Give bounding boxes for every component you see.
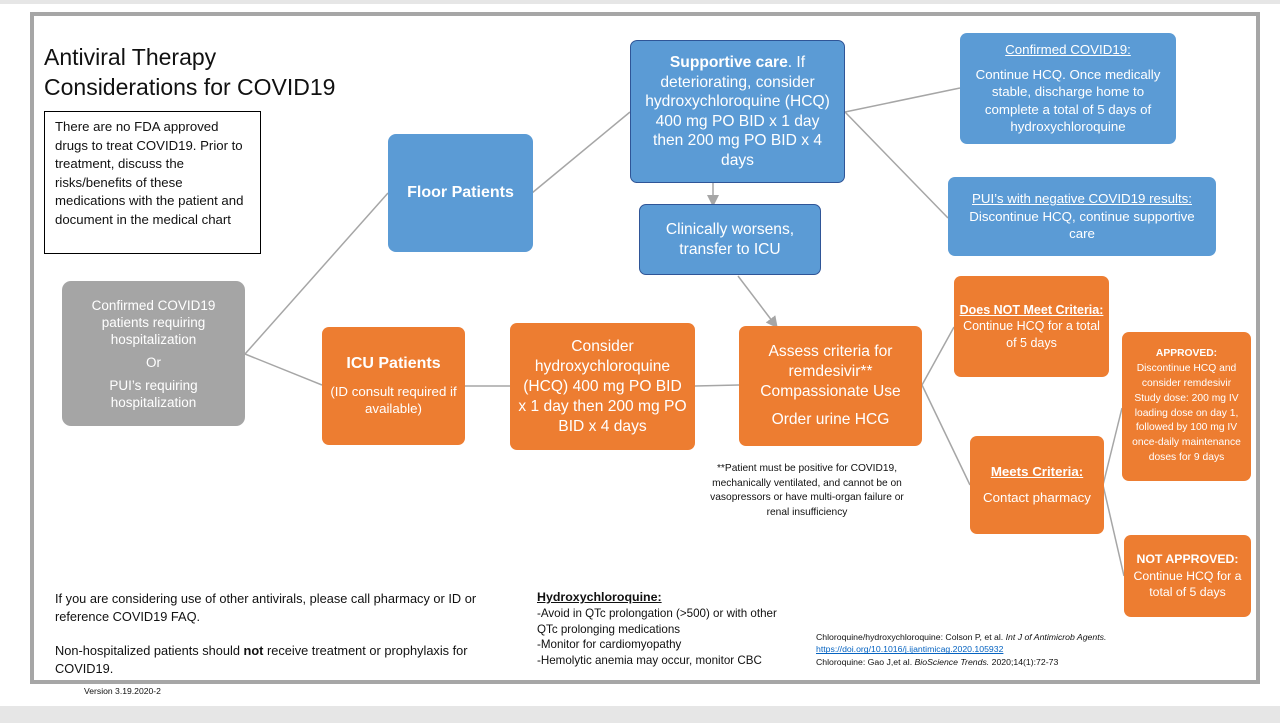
icu-patients-sub: (ID consult required if available): [330, 384, 457, 416]
line-consider-assess: [694, 384, 740, 387]
not-meet-criteria-body: Continue HCQ for a total of 5 days: [963, 319, 1100, 350]
assess-criteria-box: Assess criteria for remdesivir** Compass…: [739, 326, 922, 446]
supportive-care-box: Supportive care. If deteriorating, consi…: [630, 40, 845, 183]
start-box-line1: Confirmed COVID19 patients requiring hos…: [91, 297, 216, 347]
icu-patients-title: ICU Patients: [346, 355, 441, 372]
hcq-notes: Hydroxychloroquine: -Avoid in QTc prolon…: [537, 590, 799, 669]
confirmed-covid-heading: Confirmed COVID19:: [1005, 42, 1131, 58]
meets-criteria-heading: Meets Criteria:: [990, 464, 1084, 479]
version-label: Version 3.19.2020-2: [84, 686, 161, 696]
meets-criteria-box: Meets Criteria: Contact pharmacy: [970, 436, 1104, 534]
line-meets-notapproved: [1102, 484, 1125, 577]
line-worsens-assess: [737, 275, 778, 329]
approved-box: APPROVED: Discontinue HCQ and consider r…: [1122, 332, 1251, 481]
assess-criteria-line2: Order urine HCG: [771, 411, 890, 428]
confirmed-covid-box: Confirmed COVID19: Continue HCQ. Once me…: [960, 33, 1176, 144]
start-box: Confirmed COVID19 patients requiring hos…: [62, 281, 245, 426]
consider-hcq-box: Consider hydroxychloroquine (HCQ) 400 mg…: [510, 323, 695, 450]
references: Chloroquine/hydroxychloroquine: Colson P…: [816, 631, 1121, 668]
supportive-care-text: . If deteriorating, consider hydroxychlo…: [645, 54, 830, 169]
clinically-worsens-box: Clinically worsens, transfer to ICU: [639, 204, 821, 275]
floor-patients-box: Floor Patients: [388, 134, 533, 252]
not-meet-criteria-box: Does NOT Meet Criteria: Continue HCQ for…: [954, 276, 1109, 377]
hcq-notes-heading: Hydroxychloroquine:: [537, 590, 662, 604]
footer-nonhosp-bold: not: [243, 643, 264, 658]
line-floor-supportive: [531, 111, 631, 194]
hcq-note-item: -Avoid in QTc prolongation (>500) or wit…: [537, 606, 777, 636]
approved-body: Discontinue HCQ and consider remdesivir …: [1132, 363, 1241, 463]
pui-negative-heading: PUI’s with negative COVID19 results:: [972, 191, 1192, 207]
footer-antivirals-text: If you are considering use of other anti…: [55, 591, 477, 624]
line-supportive-pui: [844, 111, 949, 219]
assess-criteria-line1: Assess criteria for remdesivir** Compass…: [760, 343, 901, 400]
title-line-2: Considerations for COVID19: [44, 74, 336, 100]
pui-negative-box: PUI’s with negative COVID19 results: Dis…: [948, 177, 1216, 256]
consider-hcq-text: Consider hydroxychloroquine (HCQ) 400 mg…: [518, 337, 687, 435]
footer-nonhosp-post: receive treatment or prophylaxis for COV…: [55, 643, 468, 676]
icu-patients-box: ICU Patients (ID consult required if ava…: [322, 327, 465, 445]
line-start-floor: [244, 192, 389, 355]
footer-nonhosp-pre: Non-hospitalized patients should: [55, 643, 244, 658]
approved-heading: APPROVED:: [1155, 348, 1218, 360]
not-approved-box: NOT APPROVED: Continue HCQ for a total o…: [1124, 535, 1251, 617]
clinically-worsens-text: Clinically worsens, transfer to ICU: [665, 220, 795, 258]
ref2-details: 2020;14(1):72-73: [989, 656, 1059, 667]
line-assess-meets: [921, 384, 971, 486]
line-assess-notmeet: [921, 326, 955, 386]
ref2-text: Chloroquine: Gao J,et al.: [816, 656, 915, 667]
start-box-line2: PUI’s requiring hospitalization: [109, 377, 198, 410]
floor-patients-label: Floor Patients: [407, 184, 514, 201]
ref2-journal: BioScience Trends.: [914, 656, 990, 667]
title-line-1: Antiviral Therapy: [44, 44, 217, 70]
page-title: Antiviral Therapy Considerations for COV…: [44, 42, 335, 102]
line-start-icu: [244, 353, 323, 386]
not-approved-body: Continue HCQ for a total of 5 days: [1133, 568, 1242, 600]
ref1-journal: Int J of Antimicrob Agents.: [1005, 632, 1107, 642]
supportive-care-heading: Supportive care: [669, 54, 788, 71]
not-approved-heading: NOT APPROVED:: [1136, 552, 1239, 567]
line-supportive-confirmed: [844, 87, 961, 113]
line-meets-approved: [1102, 407, 1123, 486]
confirmed-covid-body: Continue HCQ. Once medically stable, dis…: [975, 66, 1161, 135]
not-meet-criteria-heading: Does NOT Meet Criteria:: [959, 302, 1104, 317]
remdesivir-footnote: **Patient must be positive for COVID19, …: [710, 463, 904, 518]
ref1-text: Chloroquine/hydroxychloroquine: Colson P…: [816, 632, 1006, 642]
start-box-or: Or: [146, 354, 161, 370]
hcq-note-item: -Monitor for cardiomyopathy: [537, 638, 682, 652]
notice-box: There are no FDA approved drugs to treat…: [44, 111, 261, 254]
hcq-note-item: -Hemolytic anemia may occur, monitor CBC: [537, 654, 762, 668]
pui-negative-body: Discontinue HCQ, continue supportive car…: [969, 208, 1195, 242]
meets-criteria-body: Contact pharmacy: [983, 490, 1091, 505]
ref1-link[interactable]: https://doi.org/10.1016/j.ijantimicag.20…: [816, 644, 1004, 655]
footer-left: If you are considering use of other anti…: [55, 590, 485, 678]
top-strip: [0, 0, 1280, 4]
bottom-strip: [0, 706, 1280, 723]
